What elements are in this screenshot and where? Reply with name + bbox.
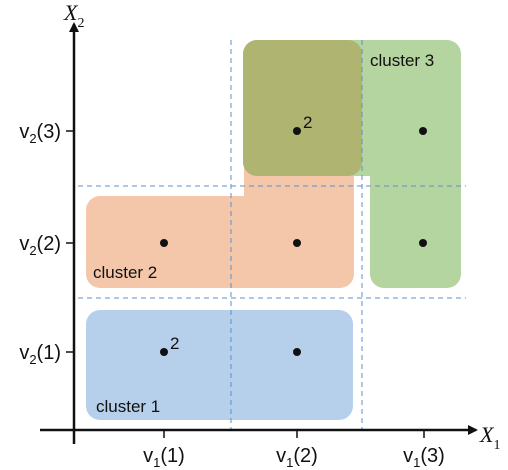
x-tick-label-2: v1(2) <box>276 445 318 470</box>
point-count-label: 2 <box>303 113 312 132</box>
axis-ticks <box>66 130 425 438</box>
data-point <box>293 348 301 356</box>
data-point <box>293 239 301 247</box>
cluster-3-label: cluster 3 <box>370 51 434 70</box>
y-axis-label: X2 <box>63 0 84 31</box>
cluster-1-region <box>86 310 353 420</box>
y-tick-label-2: v2(2) <box>19 233 61 258</box>
x-tick-label-1: v1(1) <box>143 445 185 470</box>
data-points: 22 <box>160 113 427 356</box>
cluster-overlap-region <box>243 40 362 176</box>
data-point <box>293 127 301 135</box>
y-tick-label-1: v2(1) <box>19 342 61 367</box>
data-point <box>160 239 168 247</box>
data-point <box>160 348 168 356</box>
y-tick-label-3: v2(3) <box>19 121 61 146</box>
cluster-2-label: cluster 2 <box>93 263 157 282</box>
x-tick-label-3: v1(3) <box>403 445 445 470</box>
cluster-1-label: cluster 1 <box>96 397 160 416</box>
data-point <box>419 127 427 135</box>
cluster-3-lower-region <box>370 150 461 288</box>
data-point <box>419 239 427 247</box>
x-axis-label: X1 <box>479 422 500 453</box>
grid-lines <box>78 40 466 430</box>
point-count-label: 2 <box>170 334 179 353</box>
